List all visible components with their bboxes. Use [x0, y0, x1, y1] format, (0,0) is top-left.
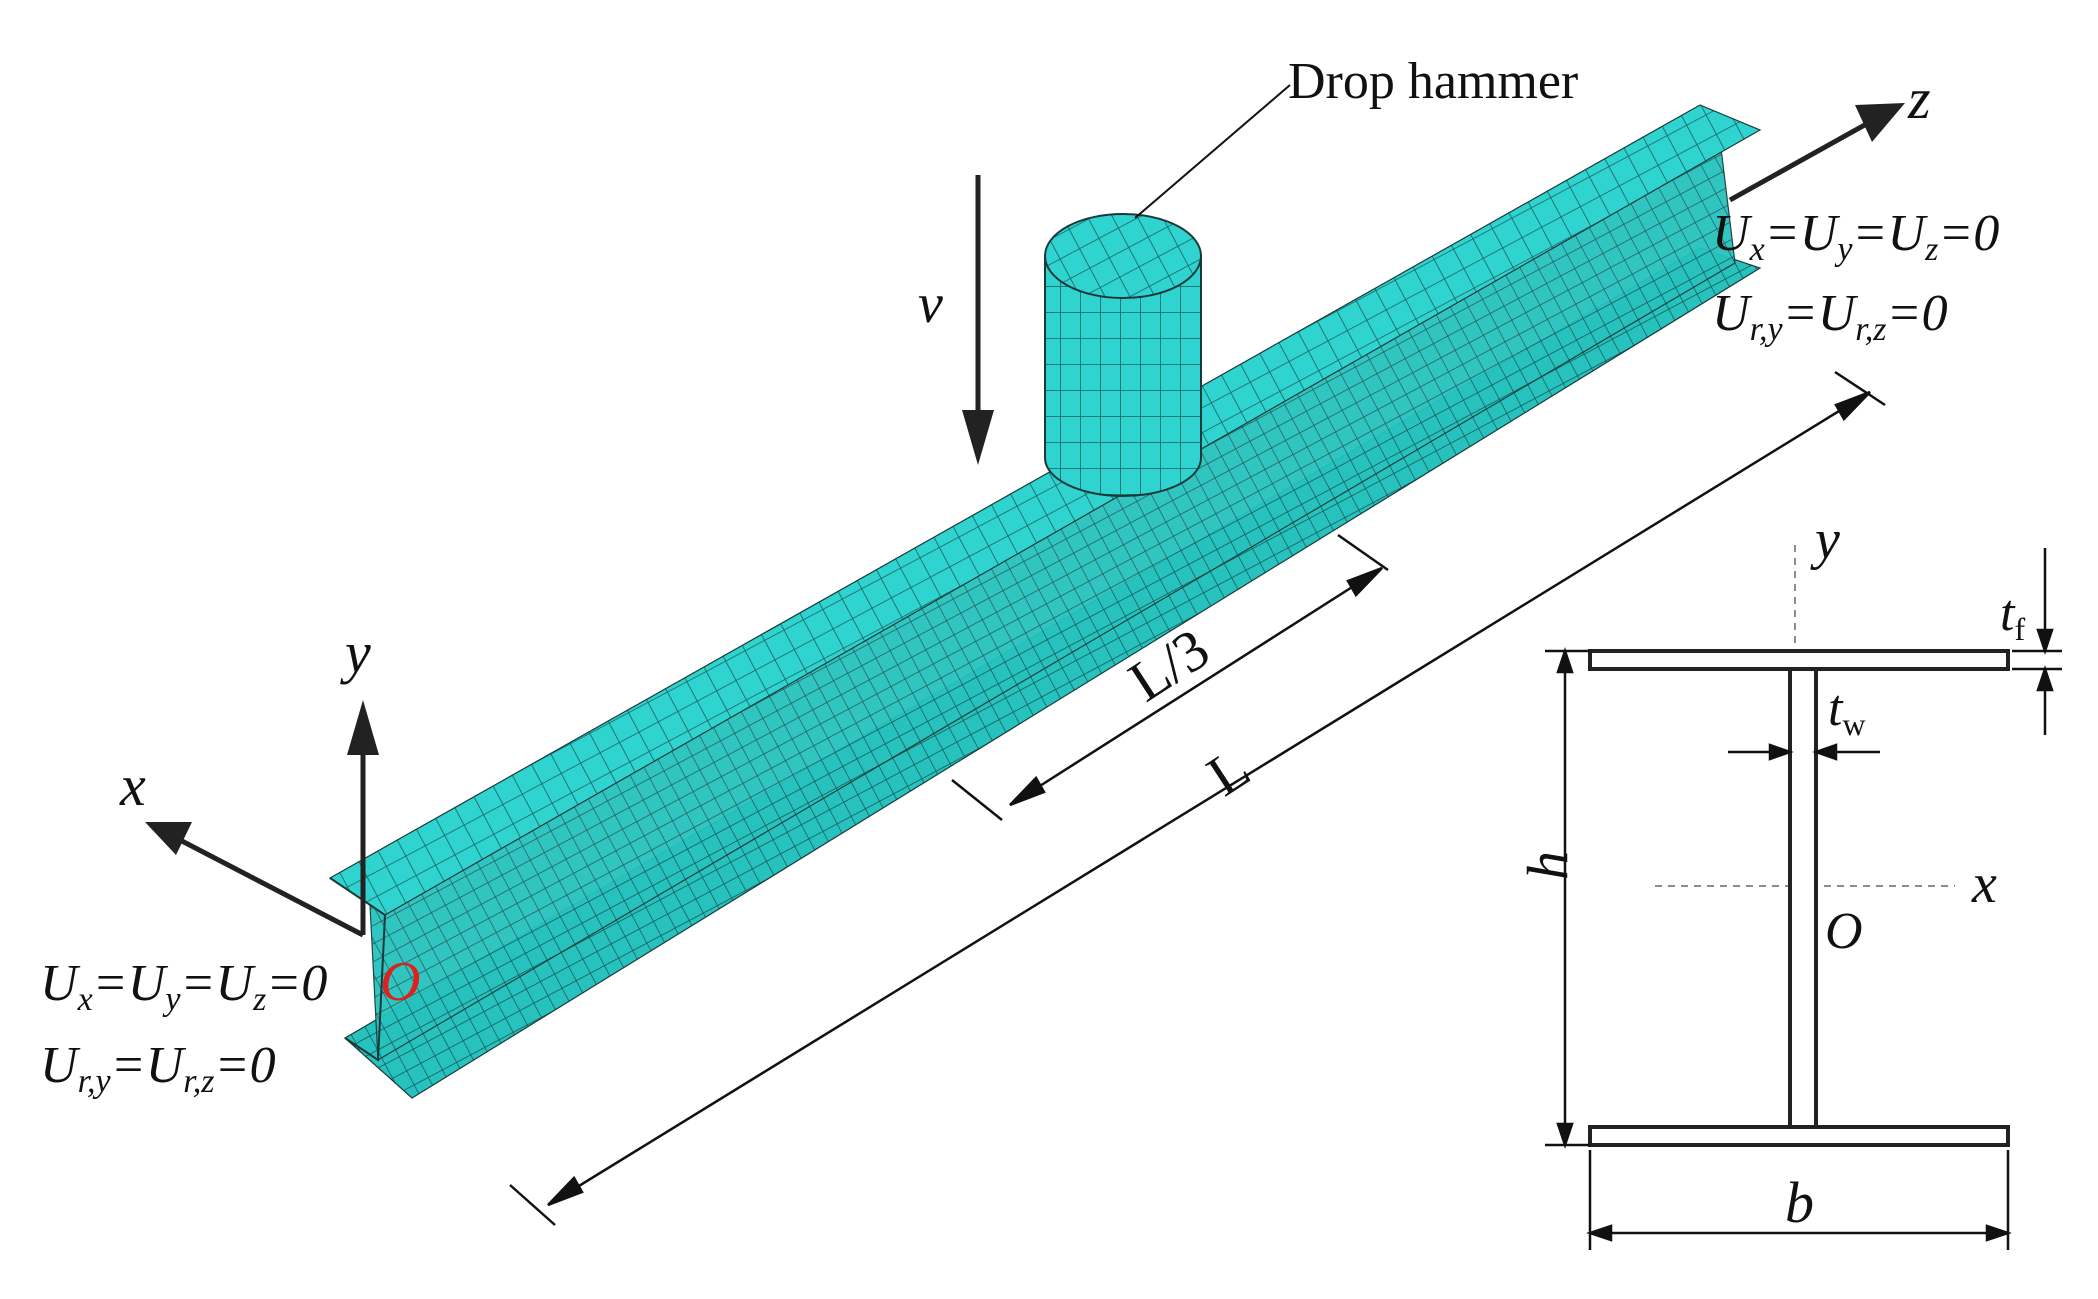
section-y-label: y — [1810, 509, 1840, 571]
beam-end-edge — [329, 877, 387, 1062]
height-label: h — [1515, 851, 1580, 880]
third-span-dimension — [951, 533, 1389, 821]
global-y-axis-label: y — [340, 620, 371, 685]
bc-left-line1: Ux=Uy=Uz=0 — [40, 955, 327, 1018]
bc-right-line1: Ux=Uy=Uz=0 — [1712, 205, 1999, 268]
cylinder-top — [1044, 213, 1202, 299]
section-bottom-flange — [1588, 1125, 2010, 1147]
width-dimension — [1586, 1150, 2012, 1250]
flange-thickness-dimension — [2012, 548, 2062, 735]
global-x-axis-label: x — [119, 753, 146, 818]
section-top-flange — [1588, 649, 2010, 671]
section-origin-label: O — [1825, 903, 1863, 960]
hammer-leader-line — [1134, 84, 1291, 219]
origin-label: O — [380, 951, 420, 1013]
global-y-axis-arrow — [347, 700, 379, 935]
cross-section — [1588, 545, 2010, 1147]
z-axis-label: z — [1907, 66, 1931, 131]
drop-hammer-cylinder — [1044, 213, 1202, 497]
web-thickness-dimension — [1728, 743, 1880, 761]
i-beam-mesh — [328, 104, 1762, 1099]
drop-hammer-label: Drop hammer — [1288, 53, 1578, 110]
z-axis-arrow — [1728, 103, 1905, 203]
global-x-axis-arrow — [145, 822, 365, 938]
section-x-label: x — [1971, 853, 1997, 915]
height-dimension — [1545, 647, 1590, 1149]
flange-thickness-label: tf — [2000, 585, 2025, 647]
bc-right-line2: Ur,y=Ur,z=0 — [1712, 285, 1948, 348]
bc-left-line2: Ur,y=Ur,z=0 — [40, 1037, 276, 1100]
velocity-arrow — [962, 175, 994, 465]
span-dimension — [509, 370, 1886, 1226]
top-flange — [328, 104, 1762, 916]
velocity-label: v — [918, 273, 943, 335]
width-label: b — [1785, 1170, 1814, 1235]
web-thickness-label: tw — [1828, 680, 1866, 742]
cylinder-body — [1044, 257, 1202, 497]
section-web — [1788, 667, 1818, 1129]
